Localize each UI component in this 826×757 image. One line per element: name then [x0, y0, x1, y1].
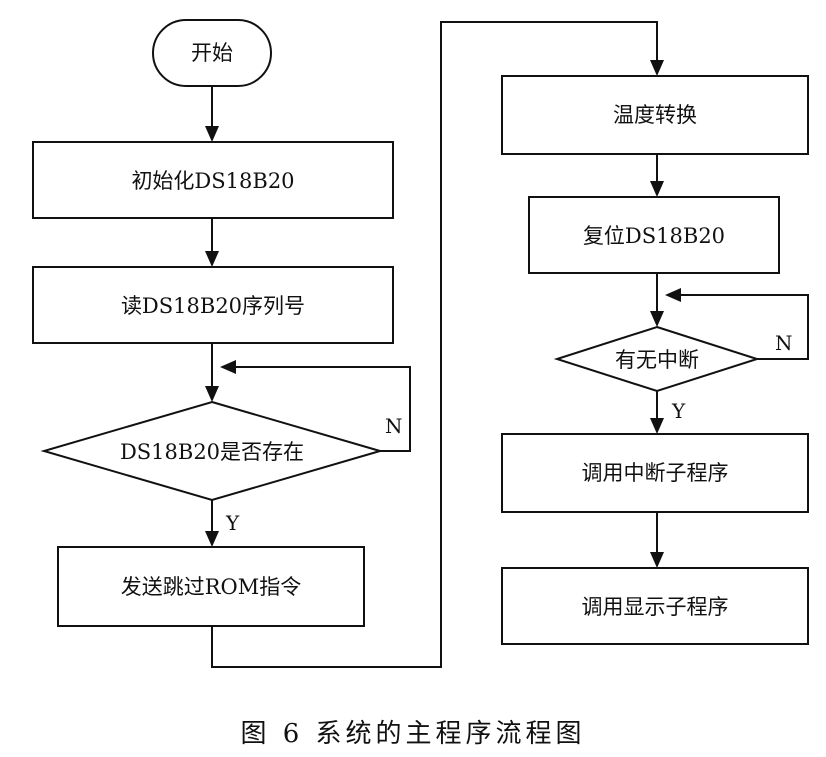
- exists-decision-label: DS18B20是否存在: [120, 440, 304, 464]
- skip-rom-label: 发送跳过ROM指令: [121, 575, 302, 599]
- connector-left-to-right: [211, 21, 658, 668]
- temp-convert-box: [501, 75, 809, 155]
- arrowhead: [650, 418, 664, 434]
- arrowhead: [220, 360, 236, 374]
- arrowhead: [650, 60, 664, 76]
- call-display-box: [501, 567, 809, 645]
- arrowhead: [650, 181, 664, 197]
- arrowhead: [665, 288, 681, 302]
- exists-yes-label: Y: [225, 511, 240, 535]
- arrowhead: [650, 311, 664, 327]
- arrowhead: [650, 552, 664, 568]
- arrowhead: [205, 531, 219, 547]
- init-label: 初始化DS18B20: [131, 169, 294, 193]
- skip-rom-box: [57, 546, 365, 627]
- start-label: 开始: [191, 41, 233, 65]
- arrowhead: [205, 386, 219, 402]
- call-interrupt-label: 调用中断子程序: [582, 461, 729, 485]
- interrupt-no-label: N: [775, 331, 793, 355]
- exists-no-label: N: [385, 414, 403, 438]
- reset-label: 复位DS18B20: [583, 224, 725, 248]
- figure-caption: 图 6 系统的主程序流程图: [240, 719, 585, 749]
- arrowhead: [205, 126, 219, 142]
- read-serial-label: 读DS18B20序列号: [121, 294, 305, 318]
- interrupt-decision-label: 有无中断: [615, 348, 699, 372]
- reset-box: [528, 196, 780, 274]
- interrupt-yes-label: Y: [671, 399, 686, 423]
- temp-convert-label: 温度转换: [613, 103, 697, 127]
- call-interrupt-box: [501, 433, 809, 513]
- arrowhead: [205, 251, 219, 267]
- exists-no-loop: [234, 366, 411, 452]
- call-display-label: 调用显示子程序: [582, 595, 729, 619]
- interrupt-no-loop: [679, 294, 809, 360]
- init-box: [32, 141, 394, 219]
